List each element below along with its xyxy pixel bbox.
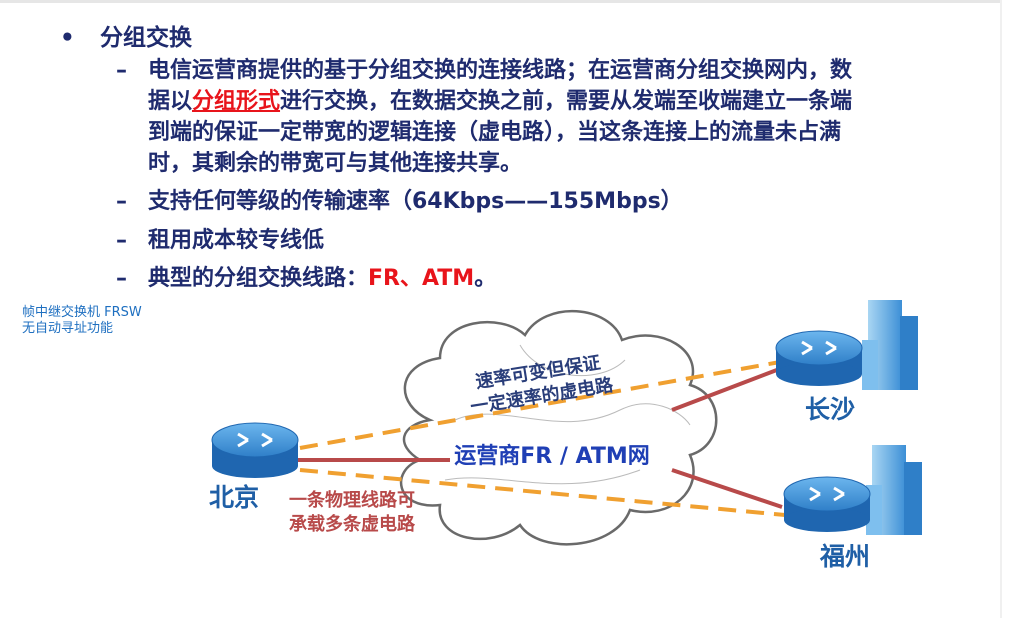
- note-line-2: 无自动寻址功能: [22, 321, 114, 336]
- sub-item-4-post: 。: [474, 266, 497, 291]
- dash-marker: –: [116, 266, 127, 291]
- sub-item-3-text: 租用成本较专线低: [148, 228, 325, 253]
- bullet-marker: •: [60, 25, 75, 51]
- router-changsha-icon: [775, 330, 863, 386]
- virtual-circuit-changsha: [299, 360, 781, 450]
- sub-item-4-text: 典型的分组交换线路：FR、ATM。: [148, 263, 496, 294]
- para-line-2-post: 进行交换，在数据交换之前，需要从发端至收端建立一条端: [280, 89, 853, 114]
- para-line-4: 时，其剩余的带宽可与其他连接共享。: [148, 151, 523, 176]
- cloud-label: 运营商FR / ATM网: [454, 443, 650, 469]
- physical-caption-line-2: 承载多条虚电路: [289, 513, 416, 535]
- top-divider: [0, 0, 1000, 3]
- virtual-circuit-fuzhou: [299, 468, 786, 517]
- frsw-note: 帧中继交换机 FRSW 无自动寻址功能: [22, 305, 142, 337]
- sub-item-2-text: 支持任何等级的传输速率（64Kbps——155Mbps）: [148, 189, 683, 214]
- bullet-heading: • 分组交换: [60, 18, 192, 52]
- site-beijing-label: 北京: [209, 483, 259, 512]
- building-changsha-icon: [862, 300, 918, 390]
- physical-line-fuzhou: [671, 468, 783, 509]
- site-fuzhou-label: 福州: [819, 542, 870, 571]
- sub-item-4-pre: 典型的分组交换线路：: [148, 266, 369, 291]
- para-line-2: 据以分组形式进行交换，在数据交换之前，需要从发端至收端建立一条端: [148, 86, 852, 117]
- physical-caption-line-1: 一条物理线路可: [289, 489, 415, 511]
- physical-line-changsha: [671, 366, 783, 412]
- operator-cloud: [400, 310, 718, 546]
- para-line-1: 电信运营商提供的基于分组交换的连接线路；在运营商分组交换网内，数: [148, 58, 853, 83]
- para-highlight: 分组形式: [192, 89, 281, 114]
- dash-marker: –: [116, 189, 127, 214]
- right-divider: [1000, 0, 1002, 618]
- bullet-title: 分组交换: [100, 25, 192, 51]
- note-line-1: 帧中继交换机 FRSW: [22, 305, 142, 320]
- sub-item-4-highlight: FR、ATM: [368, 266, 475, 291]
- router-fuzhou-icon: [783, 476, 871, 532]
- para-line-3: 到端的保证一定带宽的逻辑连接（虚电路），当这条连接上的流量未占满: [148, 120, 842, 145]
- para-line-2-pre: 据以: [148, 89, 193, 114]
- dash-marker: –: [116, 58, 127, 83]
- site-changsha-label: 长沙: [805, 395, 855, 424]
- building-fuzhou-icon: [866, 445, 922, 535]
- router-beijing-icon: [211, 422, 299, 478]
- dash-marker: –: [116, 228, 127, 253]
